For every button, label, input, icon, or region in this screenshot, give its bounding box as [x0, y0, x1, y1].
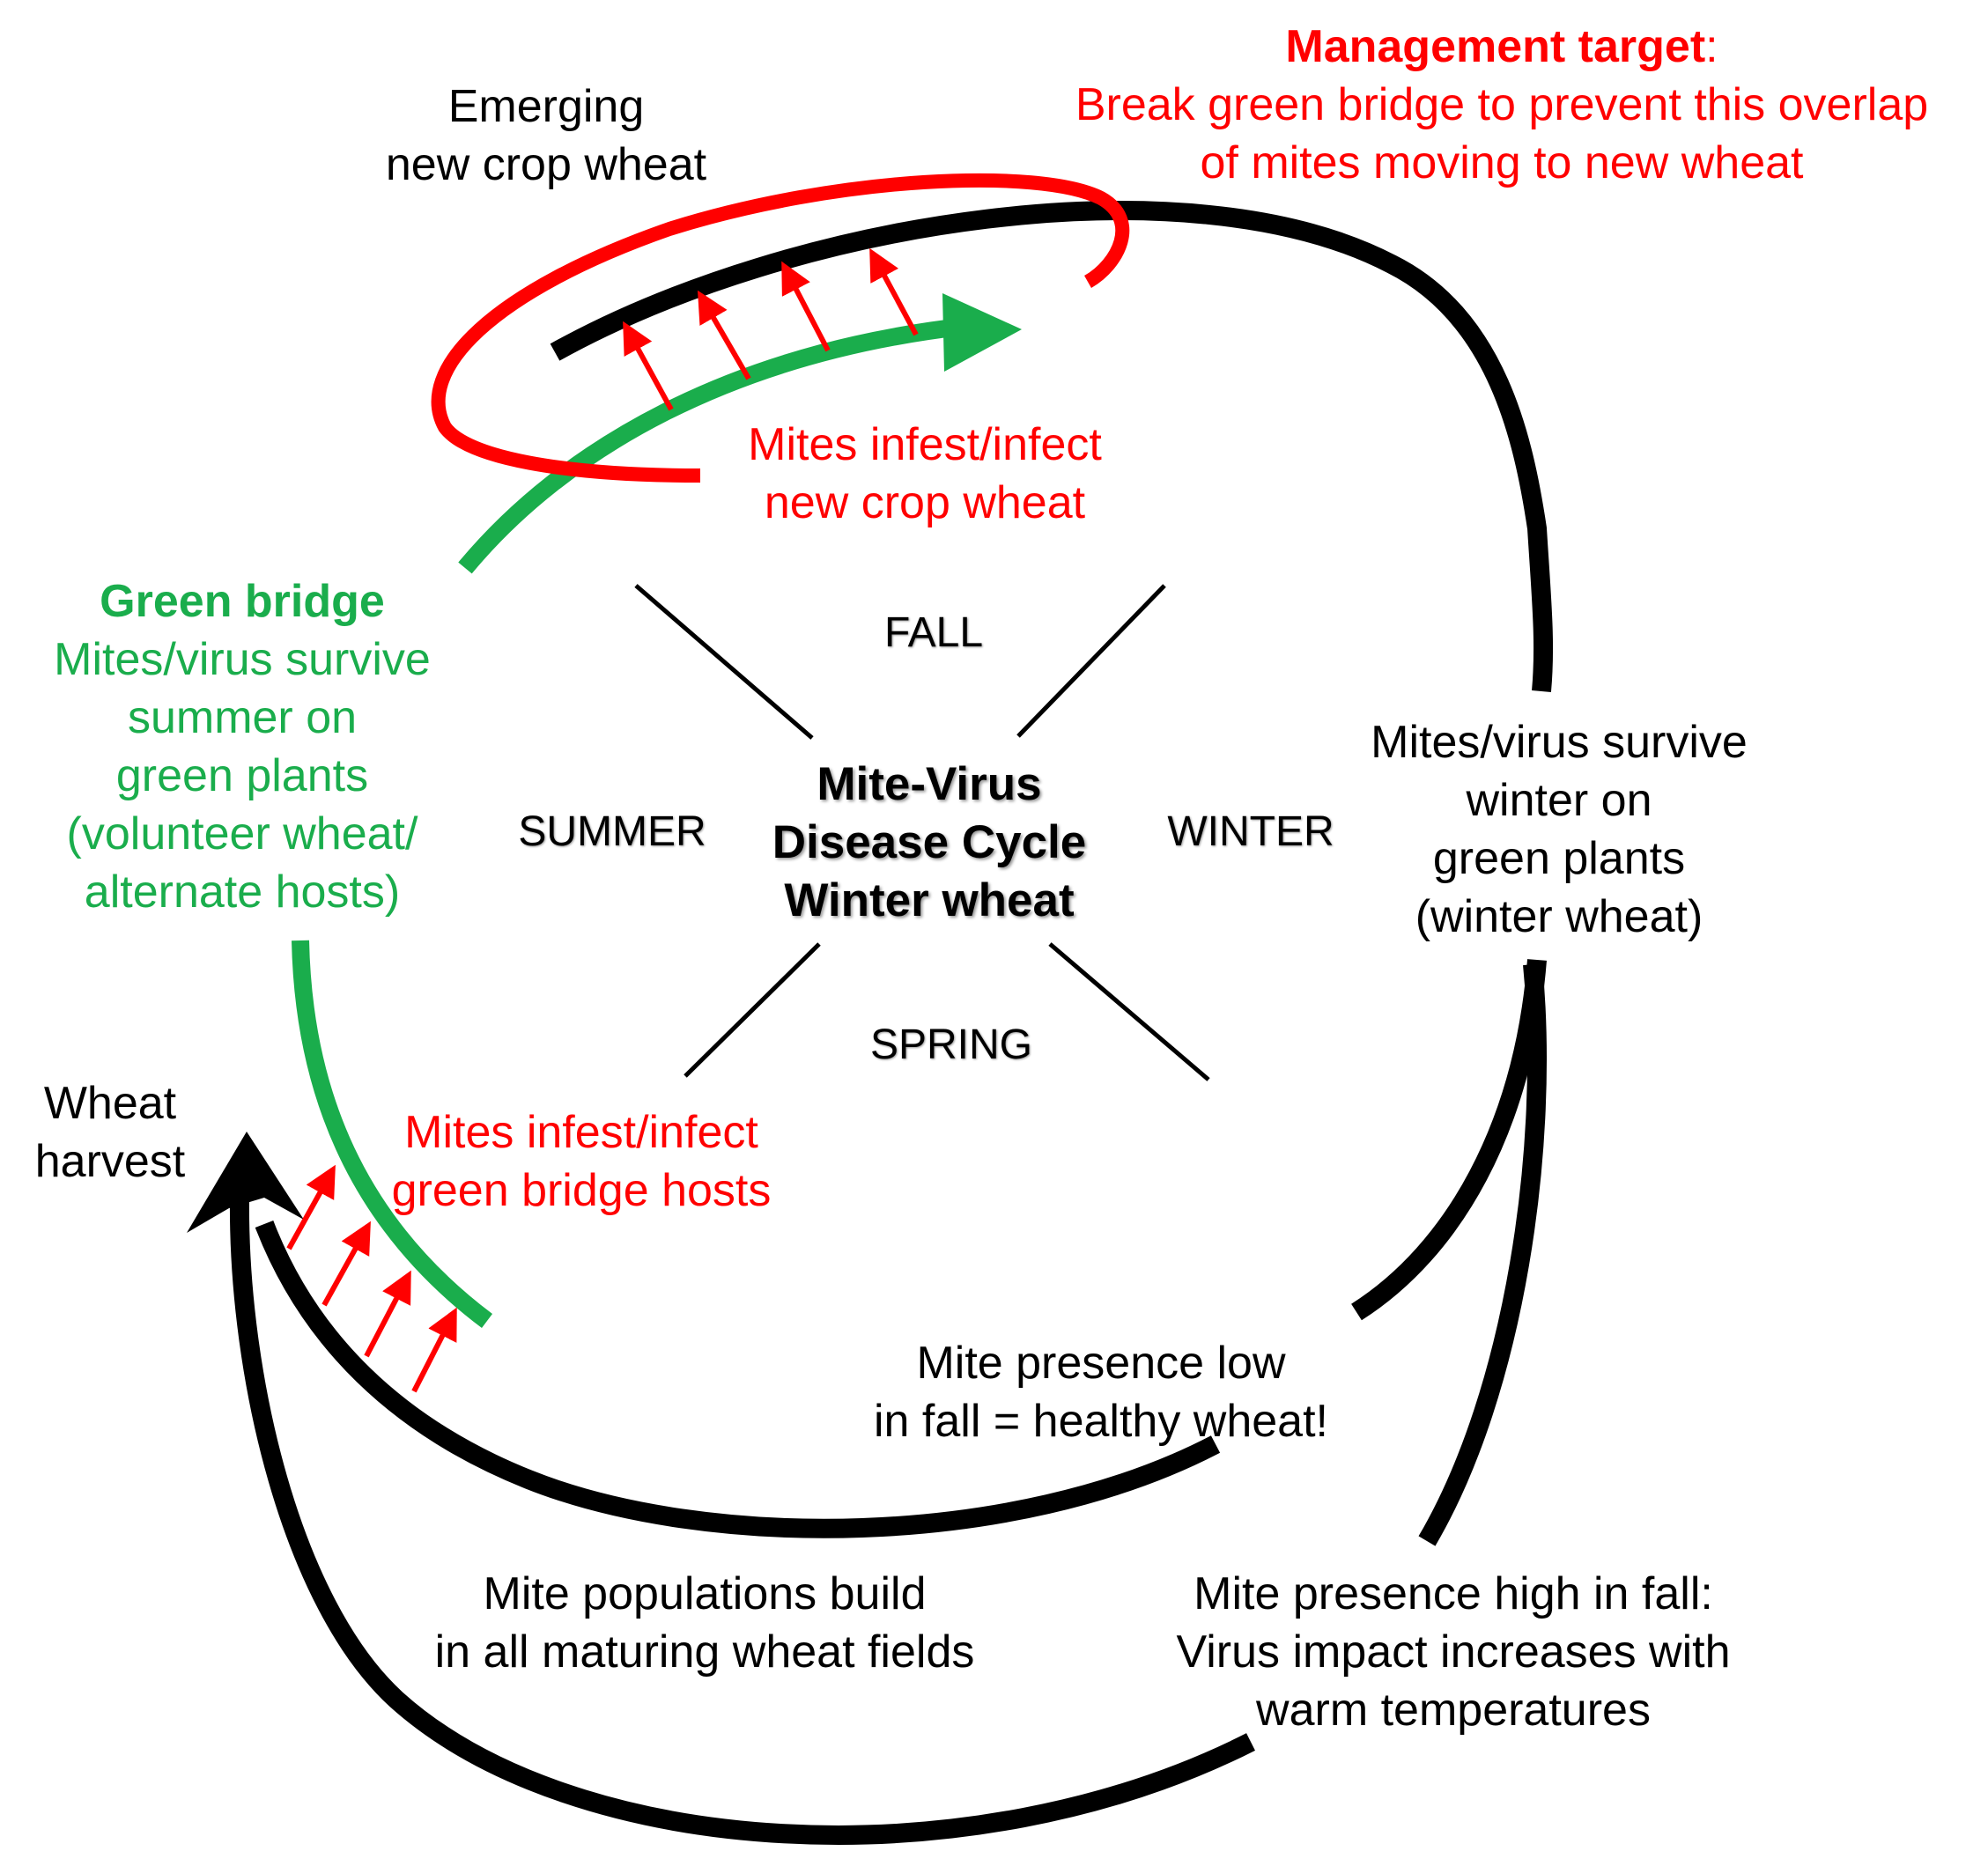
low-presence-label: Mite presence low in fall = healthy whea… — [846, 1334, 1356, 1450]
populations-label: Mite populations build in all maturing w… — [414, 1565, 995, 1681]
harvest-line-2: harvest — [34, 1136, 186, 1187]
mite-arrow-bottom-3 — [364, 1270, 411, 1358]
mites-green-bridge-line-2: green bridge hosts — [391, 1165, 772, 1216]
harvest-line-1: Wheat — [43, 1078, 177, 1129]
center-title: Mite-Virus Disease Cycle Winter wheat — [740, 756, 1119, 930]
mite-arrow-top-1 — [623, 321, 674, 411]
management-heading-suffix: : — [1705, 21, 1718, 72]
populations-line-2: in all maturing wheat fields — [434, 1626, 975, 1678]
divider-lower-left — [684, 942, 821, 1078]
green-bridge-line-3: green plants — [115, 750, 369, 801]
season-spring: SPRING — [869, 1022, 1033, 1068]
mites-new-crop-label: Mites infest/infect new crop wheat — [705, 416, 1145, 532]
winter-survival-line-2: winter on — [1466, 775, 1652, 826]
green-bridge-heading: Green bridge — [100, 576, 385, 627]
management-line-1: Break green bridge to prevent this overl… — [1075, 79, 1929, 130]
green-bridge-arc-bottom — [292, 940, 493, 1328]
low-presence-line-1: Mite presence low — [916, 1338, 1286, 1389]
season-winter: WINTER — [1167, 808, 1334, 855]
high-presence-label: Mite presence high in fall: Virus impact… — [1145, 1565, 1762, 1739]
cycle-arc-outer-bottom — [229, 1199, 1255, 1845]
management-target-label: Management target: Break green bridge to… — [1022, 18, 1982, 192]
center-title-line-2: Disease Cycle — [772, 816, 1087, 868]
mites-new-crop-line-1: Mites infest/infect — [748, 419, 1102, 470]
green-bridge-line-1: Mites/virus survive — [54, 634, 431, 685]
high-presence-line-1: Mite presence high in fall: — [1194, 1568, 1713, 1619]
management-heading: Management target — [1285, 21, 1706, 72]
divider-upper-right — [1016, 584, 1166, 738]
cycle-arc-winter-inner — [1351, 959, 1547, 1321]
mite-arrow-top-3 — [781, 261, 831, 352]
emerging-line-1: Emerging — [447, 81, 645, 132]
green-bridge-arrowhead — [942, 293, 1022, 372]
winter-survival-line-3: green plants — [1432, 833, 1686, 884]
management-ellipse — [431, 173, 1130, 483]
mite-arrow-top-4 — [869, 247, 919, 336]
populations-line-1: Mite populations build — [483, 1568, 927, 1619]
cycle-arc-inner-return — [255, 1221, 1221, 1538]
green-bridge-arc-top — [458, 317, 971, 574]
high-presence-line-2: Virus impact increases with — [1176, 1626, 1731, 1678]
wheat-harvest-label: Wheat harvest — [9, 1074, 211, 1191]
mite-arrow-bottom-1 — [286, 1164, 336, 1250]
green-bridge-line-5: alternate hosts) — [84, 867, 401, 918]
mite-arrow-top-2 — [697, 290, 751, 380]
divider-upper-left — [634, 584, 814, 740]
mite-arrow-bottom-4 — [411, 1307, 457, 1393]
season-fall: FALL — [883, 609, 984, 656]
center-title-line-1: Mite-Virus — [817, 758, 1042, 810]
management-line-2: of mites moving to new wheat — [1200, 137, 1804, 188]
emerging-wheat-label: Emerging new crop wheat — [335, 77, 758, 194]
harvest-arrowhead — [187, 1132, 304, 1233]
cycle-arc-outer-right — [1418, 963, 1547, 1546]
green-bridge-line-2: summer on — [127, 692, 358, 743]
mite-arrow-bottom-2 — [321, 1221, 371, 1307]
green-bridge-label: Green bridge Mites/virus survive summer … — [18, 572, 467, 921]
center-title-line-3: Winter wheat — [784, 874, 1075, 926]
winter-survival-line-1: Mites/virus survive — [1371, 717, 1748, 768]
emerging-line-2: new crop wheat — [385, 139, 707, 190]
high-presence-line-3: warm temperatures — [1256, 1685, 1651, 1736]
green-bridge-line-4: (volunteer wheat/ — [66, 808, 418, 859]
low-presence-line-2: in fall = healthy wheat! — [874, 1396, 1328, 1447]
mites-green-bridge-line-1: Mites infest/infect — [404, 1107, 758, 1158]
cycle-arc-fall-winter — [550, 201, 1554, 692]
mites-new-crop-line-2: new crop wheat — [764, 477, 1086, 528]
mites-green-bridge-label: Mites infest/infect green bridge hosts — [370, 1103, 793, 1220]
season-summer: SUMMER — [518, 808, 706, 855]
winter-survival-line-4: (winter wheat) — [1415, 891, 1703, 942]
winter-survival-label: Mites/virus survive winter on green plan… — [1339, 713, 1779, 946]
divider-lower-right — [1048, 942, 1210, 1081]
